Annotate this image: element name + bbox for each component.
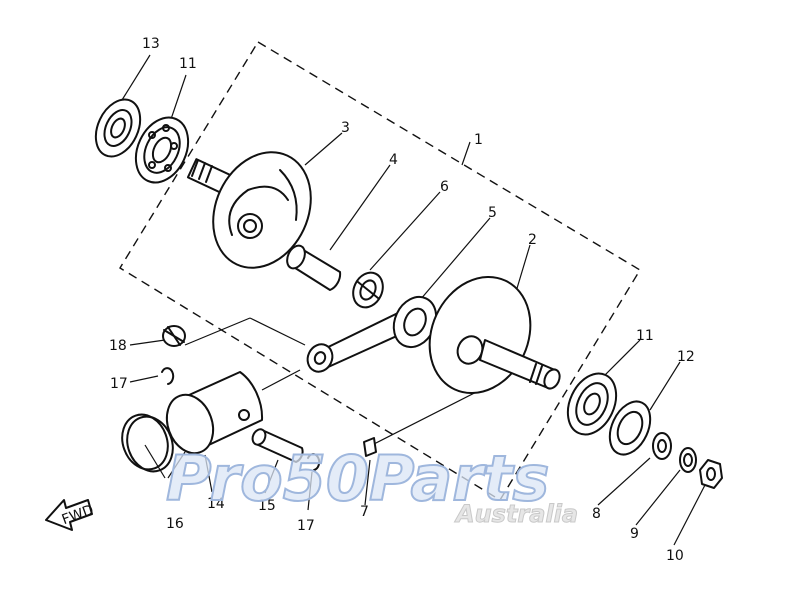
bearing-11-right xyxy=(566,372,618,436)
needle-bearing-6 xyxy=(352,271,384,309)
label-18: 18 xyxy=(109,338,127,354)
connecting-rod-5 xyxy=(306,295,438,373)
fwd-arrow-icon xyxy=(45,499,93,531)
label-17-bottom: 17 xyxy=(297,518,315,534)
label-15: 15 xyxy=(258,498,276,514)
small-end-bearing-18 xyxy=(162,325,186,347)
washer-8 xyxy=(652,432,672,460)
label-7: 7 xyxy=(360,504,369,520)
label-8: 8 xyxy=(592,506,601,522)
label-4: 4 xyxy=(389,152,398,168)
label-14: 14 xyxy=(207,496,225,512)
label-9: 9 xyxy=(630,526,639,542)
nut-10 xyxy=(699,459,723,489)
label-6: 6 xyxy=(440,179,449,195)
crank-half-2 xyxy=(428,275,561,395)
assembly-boundary xyxy=(119,41,641,501)
label-5: 5 xyxy=(488,205,497,221)
oil-seal-12 xyxy=(608,400,652,456)
oil-seal-13 xyxy=(94,98,142,158)
lock-washer-9 xyxy=(679,447,697,473)
leader-lines xyxy=(121,54,706,546)
label-11-right: 11 xyxy=(636,328,654,344)
label-16: 16 xyxy=(166,516,184,532)
crank-pin-4 xyxy=(286,244,342,291)
label-13: 13 xyxy=(142,36,160,52)
label-1: 1 xyxy=(474,132,483,148)
label-3: 3 xyxy=(341,120,350,136)
piston-pin-15 xyxy=(251,428,304,463)
label-17-left: 17 xyxy=(110,376,128,392)
woodruff-key-7 xyxy=(363,437,377,457)
label-12: 12 xyxy=(677,349,695,365)
bearing-11-left xyxy=(134,116,190,184)
part-number-labels: 13 11 3 1 4 6 5 2 11 12 18 17 16 14 15 1… xyxy=(109,36,695,564)
circlip-17-bottom xyxy=(307,453,321,471)
watermark: Pro50Parts Australia xyxy=(165,441,579,529)
watermark-brand: Pro50Parts xyxy=(166,442,549,515)
crank-half-3 xyxy=(186,151,312,269)
watermark-region: Australia xyxy=(454,500,578,528)
label-2: 2 xyxy=(528,232,537,248)
label-10: 10 xyxy=(666,548,684,564)
label-11-left: 11 xyxy=(179,56,197,72)
circlip-17-left xyxy=(161,367,175,385)
piston-14 xyxy=(165,371,264,455)
